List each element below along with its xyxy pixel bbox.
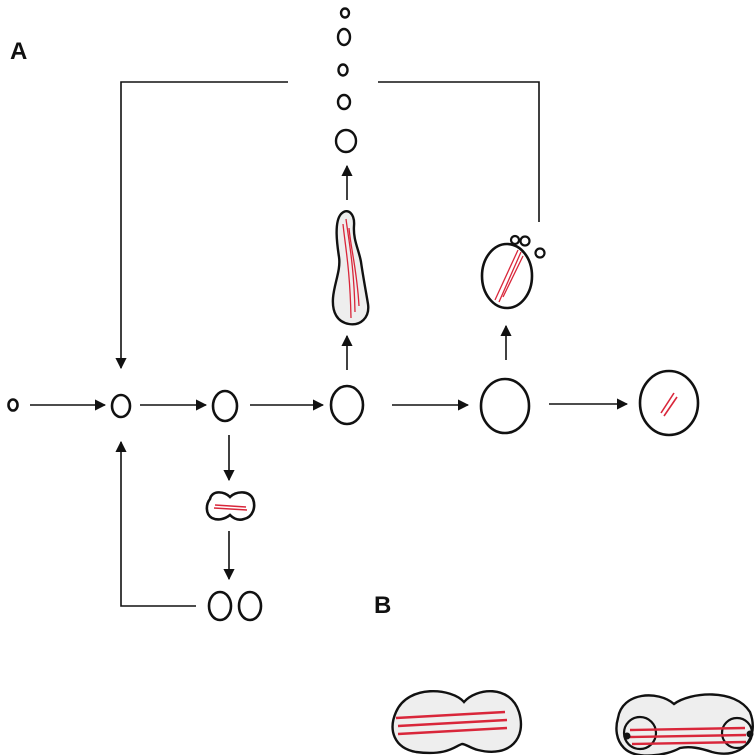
return-loop-upper	[115, 81, 288, 370]
panel-label-b: B	[374, 592, 392, 619]
elongated-cell-filaments	[342, 218, 360, 319]
fragment-3	[337, 63, 349, 77]
panel-b-dividing-cell-2	[615, 693, 754, 755]
fragment-4	[336, 27, 352, 47]
return-loop-lower	[115, 440, 196, 607]
main-arrows	[30, 398, 629, 411]
buds	[509, 234, 546, 259]
budding-cell	[480, 242, 534, 310]
spindle-pole-right	[746, 730, 754, 738]
nucleus-left	[622, 715, 658, 751]
daughter-cell-left	[207, 590, 233, 622]
dividing-cell-filaments	[213, 504, 248, 511]
main-pathway	[7, 369, 700, 437]
cell-stage-6	[638, 369, 700, 437]
cell-stage-5	[479, 377, 531, 435]
panel-b-right-filaments	[629, 726, 747, 746]
panel-b-right-cell	[615, 693, 754, 755]
fragment-2	[336, 93, 352, 111]
cell-stage-4	[329, 384, 365, 426]
panel-label-a: A	[10, 38, 28, 65]
cell-stage-1	[7, 398, 19, 412]
daughter-cell-right	[237, 590, 263, 622]
spindle-pole-left	[623, 732, 631, 740]
budding-branch	[378, 81, 546, 360]
fragment-1	[334, 128, 358, 154]
filament-stage-6	[660, 392, 678, 417]
return-line-from-budding	[378, 81, 540, 222]
bud-3	[534, 247, 546, 259]
cell-stage-3	[211, 389, 239, 423]
fragment-5	[339, 7, 351, 19]
budding-cell-filaments	[494, 249, 524, 303]
bud-1	[509, 234, 521, 246]
panel-b-left-cell	[391, 690, 523, 755]
fragmentation-branch	[331, 7, 370, 370]
bud-2	[519, 235, 531, 247]
cell-stage-2	[110, 393, 132, 419]
panel-b-left-filaments	[395, 710, 508, 736]
cell-fragments	[334, 7, 358, 154]
division-branch	[115, 435, 263, 622]
elongated-cell	[331, 210, 370, 326]
